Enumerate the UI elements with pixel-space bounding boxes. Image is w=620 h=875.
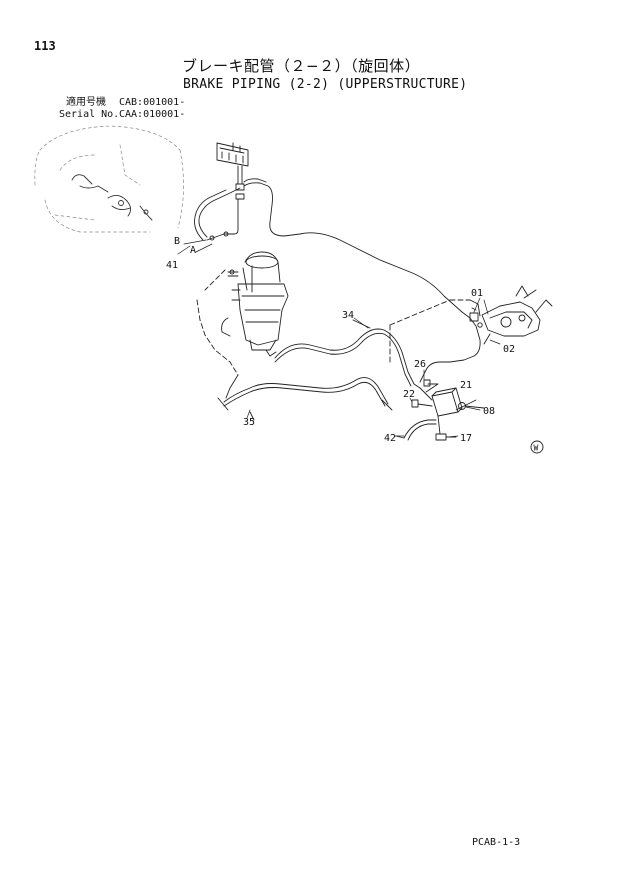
page-title-japanese: ブレーキ配管（２−２）（旋回体） [182, 57, 421, 75]
callout-08: 08 [483, 406, 495, 417]
hose-42 [395, 419, 437, 441]
callout-42: 42 [384, 433, 396, 444]
w-mark-icon: W [530, 440, 544, 454]
pilot-line-dashed [196, 269, 471, 376]
callout-17: 17 [460, 433, 472, 444]
callout-34: 34 [342, 310, 354, 321]
pedal-assembly-in-cab [71, 174, 153, 221]
brake-valve-top [216, 142, 249, 235]
page-number: 113 [34, 39, 56, 53]
brake-unit-right [419, 285, 553, 383]
callout-b: B [174, 236, 180, 247]
swing-motor-assembly [221, 251, 289, 357]
callout-35: 35 [243, 417, 255, 428]
leader-lines [177, 239, 501, 438]
footer-code: PCAB-1-3 [472, 837, 521, 848]
serial-value-japanese: CAB:001001- [119, 97, 186, 108]
w-mark-letter: W [534, 444, 539, 453]
brake-block-21 [411, 379, 485, 441]
page-title-english: BRAKE PIPING (2-2) (UPPERSTRUCTURE) [183, 77, 468, 92]
cab-outline-sketch [34, 125, 184, 233]
brake-line-34 [274, 319, 421, 389]
callout-a: A [190, 245, 196, 256]
callout-26: 26 [414, 359, 426, 370]
serial-label-english: Serial No. [59, 109, 120, 120]
callout-02: 02 [503, 344, 515, 355]
callout-41: 41 [166, 260, 178, 271]
callout-01: 01 [471, 288, 483, 299]
serial-label-japanese: 適用号機 [66, 97, 106, 108]
brake-line-35 [217, 374, 393, 421]
serial-value-english: CAA:010001- [119, 109, 186, 120]
brake-line-upper [194, 178, 463, 313]
callout-22: 22 [403, 389, 415, 400]
callout-21: 21 [460, 380, 472, 391]
